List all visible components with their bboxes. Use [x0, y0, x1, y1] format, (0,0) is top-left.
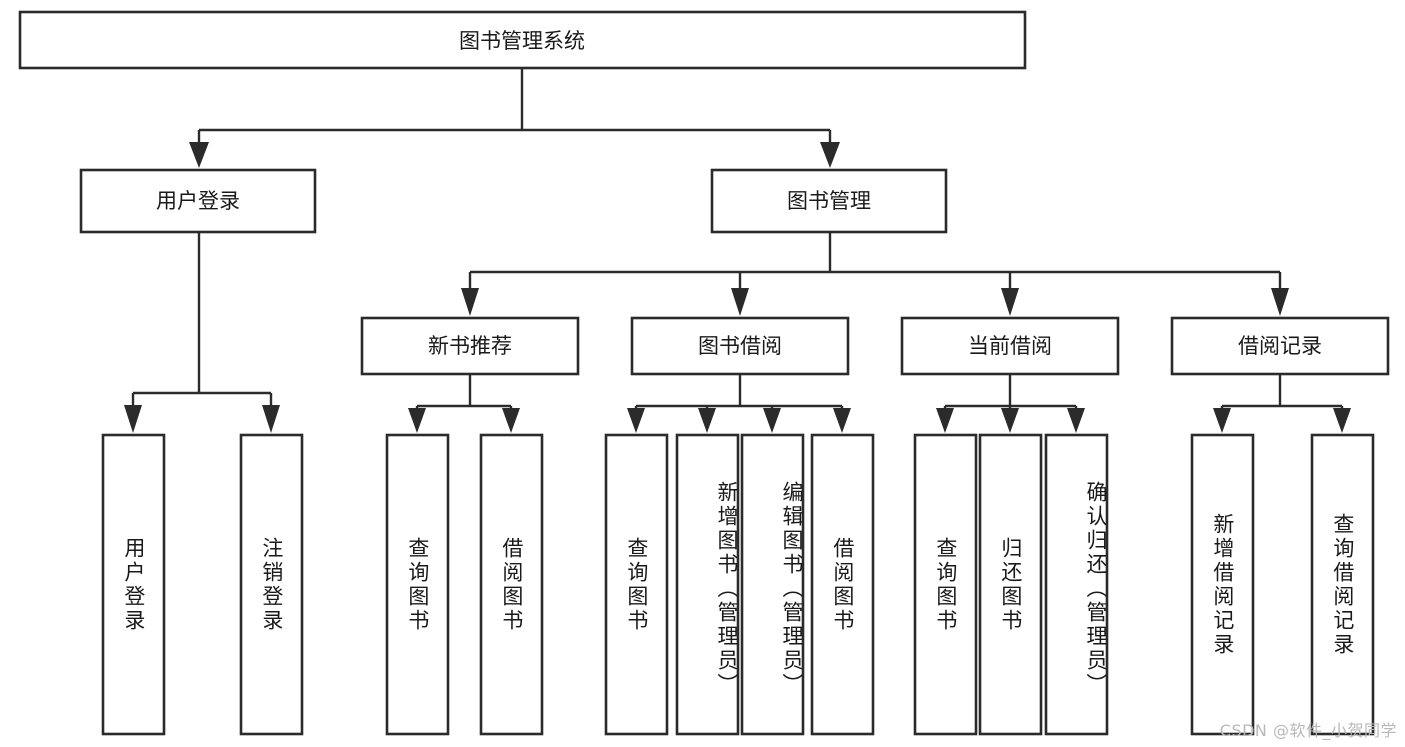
node-book-management-label: 图书管理 [787, 189, 871, 213]
node-root-label: 图书管理系统 [459, 29, 585, 53]
leaf-user-login-login-box[interactable] [101, 433, 166, 736]
csdn-watermark: CSDN @软件_小贺同学 [1219, 721, 1397, 740]
arrow-records-leaf1 [1213, 408, 1231, 433]
leaf-current-query-box[interactable] [913, 433, 978, 736]
leaf-newbook-borrow-box[interactable] [479, 433, 544, 736]
node-root-box[interactable] [18, 10, 1027, 70]
leaf-records-add-box[interactable] [1190, 433, 1255, 736]
node-borrow-records-box[interactable] [1170, 316, 1390, 376]
arrow-to-records [1271, 288, 1289, 316]
arrow-borrow-leaf3 [763, 408, 781, 433]
leaf-borrow-query-box[interactable] [604, 433, 669, 736]
leaf-user-login-logout-box[interactable] [239, 433, 304, 736]
arrow-to-book-mgmt [820, 142, 840, 168]
node-borrow-records-label: 借阅记录 [1238, 334, 1322, 358]
arrow-newbook-leaf1 [408, 408, 426, 433]
arrow-userlogin-leaf1 [124, 405, 142, 433]
arrow-borrow-leaf4 [833, 408, 851, 433]
horizontal-labels-layer: 图书管理系统 用户登录 图书管理 新书推荐 图书借阅 当前借阅 借阅记录 [156, 29, 1322, 358]
boxes-layer [18, 10, 1390, 736]
arrow-to-current [1001, 288, 1019, 316]
arrow-current-leaf1 [936, 408, 954, 433]
leaf-borrow-add-box[interactable] [675, 433, 740, 736]
node-current-borrow-label: 当前借阅 [968, 334, 1052, 358]
node-new-book-recommend-label: 新书推荐 [428, 334, 512, 358]
arrow-current-leaf3 [1067, 408, 1085, 433]
arrow-current-leaf2 [1001, 408, 1019, 433]
arrow-userlogin-leaf2 [262, 405, 280, 433]
arrow-to-newbook [461, 288, 479, 316]
node-user-login-label: 用户登录 [156, 189, 240, 213]
node-new-book-recommend-box[interactable] [360, 316, 580, 376]
leaf-borrow-edit-box[interactable] [740, 433, 805, 736]
connectors-layer [124, 68, 1351, 433]
node-book-borrow-box[interactable] [630, 316, 850, 376]
arrow-to-borrow [731, 288, 749, 316]
leaf-current-return-box[interactable] [978, 433, 1043, 736]
node-user-login-box[interactable] [79, 168, 317, 234]
leaf-current-confirm-box[interactable] [1044, 433, 1109, 736]
node-book-borrow-label: 图书借阅 [698, 334, 782, 358]
node-book-management-box[interactable] [710, 168, 948, 234]
leaf-records-query-box[interactable] [1310, 433, 1375, 736]
arrow-newbook-leaf2 [502, 408, 520, 433]
node-current-borrow-box[interactable] [900, 316, 1120, 376]
arrow-records-leaf2 [1333, 408, 1351, 433]
arrow-borrow-leaf2 [698, 408, 716, 433]
leaf-newbook-query-box[interactable] [385, 433, 450, 736]
leaf-borrow-lend-box[interactable] [810, 433, 875, 736]
arrow-borrow-leaf1 [627, 408, 645, 433]
arrow-to-user-login [189, 142, 209, 168]
